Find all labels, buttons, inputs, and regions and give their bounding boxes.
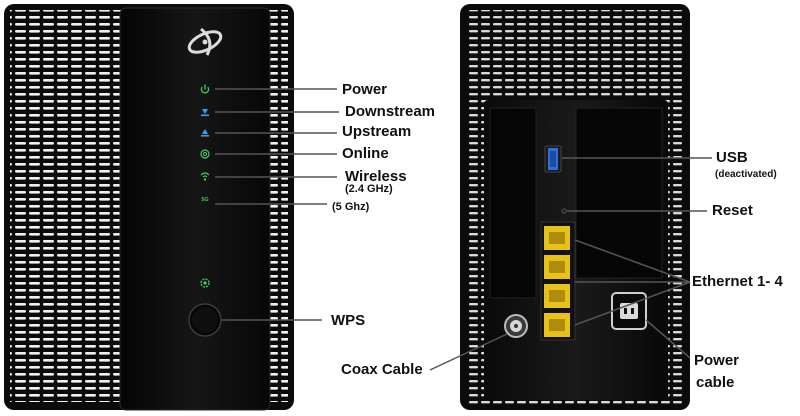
back-callout-lines [429, 157, 712, 371]
at-icon [200, 149, 210, 159]
power-socket[interactable] [611, 292, 647, 330]
label-wps: WPS [331, 312, 366, 329]
label-ethernet: Ethernet 1- 4 [692, 273, 783, 290]
label-coax-cable: Coax Cable [341, 361, 423, 378]
wifi-icon [200, 172, 210, 181]
label-wireless: Wireless [345, 168, 407, 185]
label-power-cable-line2: cable [696, 374, 735, 391]
label-downstream: Downstream [345, 103, 436, 120]
reset-pinhole[interactable] [561, 208, 567, 214]
upload-icon [201, 129, 209, 137]
front-vent-left [10, 10, 122, 402]
gear-icon [200, 278, 210, 288]
download-icon [201, 109, 209, 117]
logo-icon [187, 27, 223, 56]
wps-button[interactable] [188, 303, 222, 337]
coax-connector[interactable] [504, 314, 528, 338]
ethernet-ports [540, 221, 576, 341]
5g-led-mark: 5G [201, 197, 208, 203]
label-usb: USB [716, 149, 748, 166]
back-panel-left-recess [489, 107, 537, 299]
front-device [4, 4, 294, 411]
front-callout-lines [215, 88, 339, 321]
label-upstream: Upstream [342, 123, 412, 140]
label-power-cable-line1: Power [694, 352, 740, 369]
power-icon [200, 84, 210, 94]
label-reset: Reset [712, 202, 753, 219]
usb-port[interactable] [544, 145, 562, 173]
label-power: Power [342, 81, 388, 98]
label-wireless-5ghz: (5 Ghz) [332, 201, 370, 213]
back-panel-right-recess [575, 107, 663, 279]
front-center-panel [120, 8, 270, 410]
back-device [460, 4, 690, 410]
label-usb-note: (deactivated) [715, 169, 777, 180]
label-online: Online [342, 145, 389, 162]
label-wireless-24ghz: (2.4 GHz) [345, 183, 393, 195]
